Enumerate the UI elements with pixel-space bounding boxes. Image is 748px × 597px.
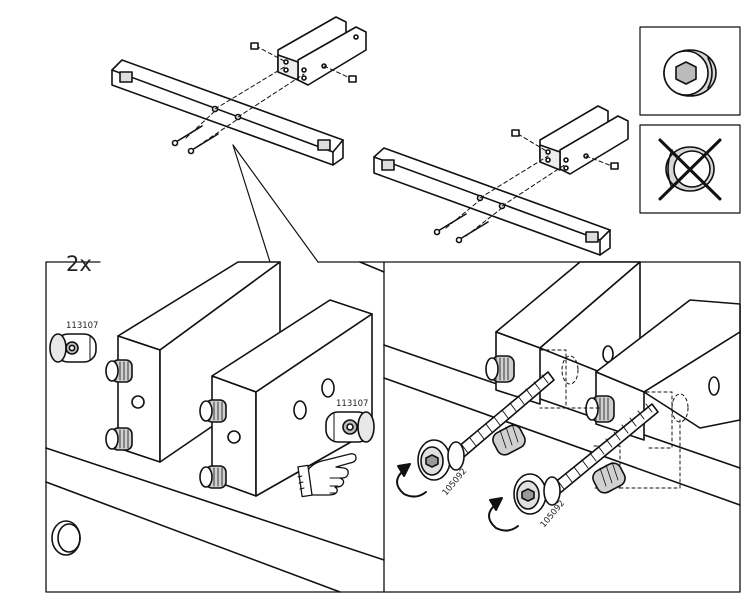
detail-frame <box>45 261 741 593</box>
right-rail-assembly <box>373 105 629 256</box>
dowel-a2 <box>105 427 133 451</box>
dowel-c1 <box>485 355 515 383</box>
dowel-a1 <box>105 359 133 383</box>
zoom-callout-lines <box>232 144 319 263</box>
right-bolts <box>433 213 489 244</box>
hex-socket-head-icon <box>663 49 717 97</box>
left-panel-block-b <box>199 299 373 497</box>
dowel-d1 <box>585 395 615 423</box>
step-multiplier-label: 2x <box>66 252 92 276</box>
left-bolts <box>171 125 219 155</box>
left-panel-block-a <box>105 261 281 463</box>
cam-nut-part-number-right: 113107 <box>336 399 368 409</box>
rotate-arrow-icon-2 <box>488 497 519 532</box>
dowel-b1 <box>199 399 227 423</box>
left-rail-assembly <box>111 16 367 166</box>
right-bracket <box>539 105 629 175</box>
crossed-out-head-icon <box>658 138 722 201</box>
loose-dowel-2 <box>592 461 626 494</box>
detail-right-panel: 105092 105092 <box>383 261 741 532</box>
left-dowel-right <box>348 75 357 83</box>
correct-orientation-box <box>639 26 741 116</box>
incorrect-orientation-box <box>639 124 741 214</box>
left-panel-surface <box>45 261 385 593</box>
detail-left-panel: 113107 113107 <box>45 261 385 593</box>
loose-dowel-1 <box>492 423 526 456</box>
dowel-b2 <box>199 465 227 489</box>
right-panel-surface <box>383 344 741 506</box>
cam-nut-part-number-left: 113107 <box>66 321 98 331</box>
cam-nut-right <box>325 411 375 443</box>
right-dowel-top <box>511 129 520 137</box>
right-dowel-right <box>610 162 619 170</box>
bolt-1 <box>417 371 555 481</box>
bolt-2 <box>513 403 659 515</box>
rotate-arrow-icon <box>396 463 427 498</box>
cam-nut-left <box>49 333 97 363</box>
left-panel-hole <box>51 520 81 556</box>
pointing-hand-icon <box>297 453 357 498</box>
left-dowel-top <box>250 42 259 50</box>
left-bracket <box>277 16 367 86</box>
right-panel-block-c <box>485 261 641 405</box>
